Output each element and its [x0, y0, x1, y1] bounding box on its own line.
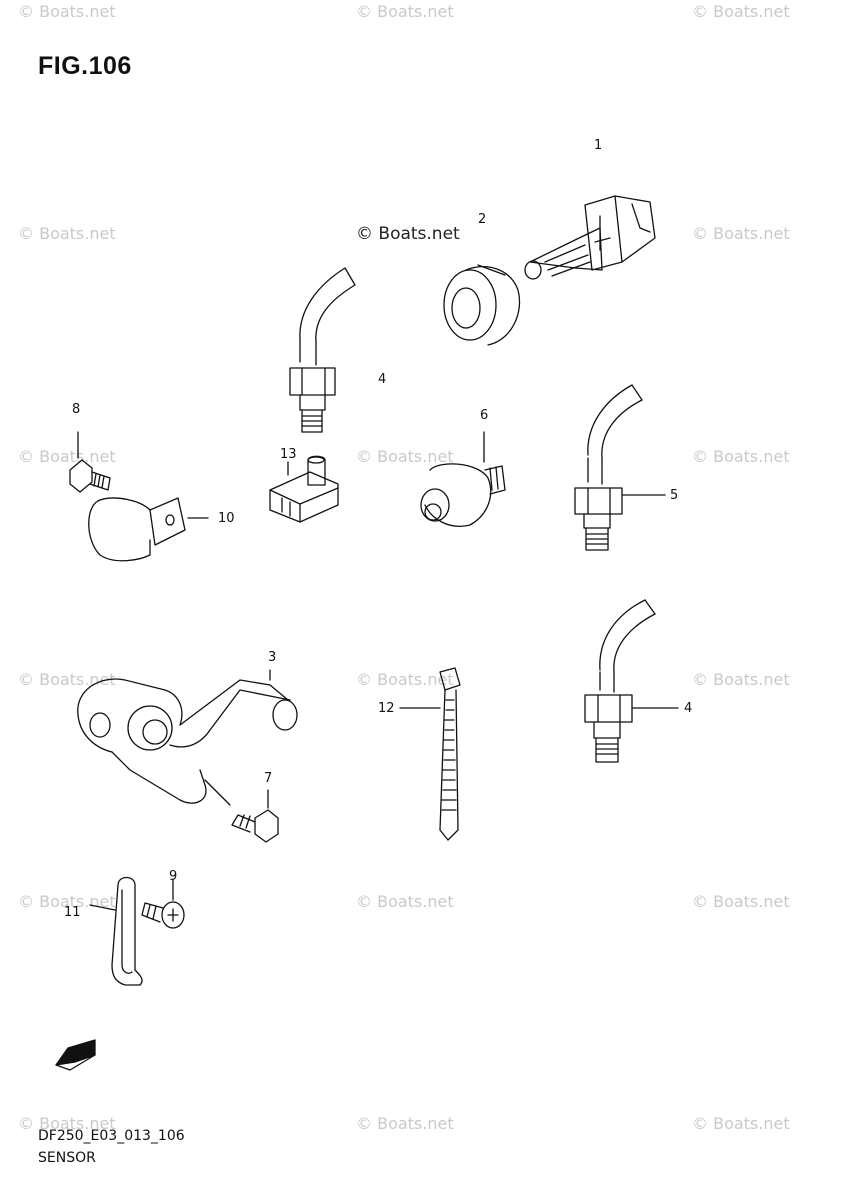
part-4-pressure-switch-lower[interactable]: [585, 600, 678, 762]
callout-10: 10: [218, 511, 235, 526]
callout-12: 12: [378, 701, 395, 716]
watermark: © Boats.net: [356, 1114, 454, 1133]
callout-4: 4: [378, 372, 387, 387]
part-1-temperature-sensor[interactable]: [525, 196, 655, 279]
watermark: © Boats.net: [18, 224, 116, 243]
watermark-center: © Boats.net: [356, 224, 460, 244]
callout-9: 9: [169, 869, 178, 884]
part-8-bolt[interactable]: [70, 432, 110, 492]
part-13-switch[interactable]: [270, 456, 338, 522]
part-2-grommet[interactable]: [444, 265, 520, 345]
callout-8: 8: [72, 402, 81, 417]
part-12-cable-tie[interactable]: [400, 668, 460, 840]
watermark: © Boats.net: [18, 892, 116, 911]
part-10-clamp[interactable]: [89, 498, 208, 561]
watermark: © Boats.net: [18, 1114, 116, 1133]
figure-title: FIG.106: [38, 52, 132, 80]
part-3-sensor-assembly[interactable]: [78, 670, 297, 805]
figure-code: DF250_E03_013_106: [38, 1128, 185, 1144]
callout-6: 6: [480, 408, 489, 423]
callout-3: 3: [268, 650, 277, 665]
callout-13: 13: [280, 447, 297, 462]
watermark: © Boats.net: [692, 224, 790, 243]
watermark: © Boats.net: [356, 670, 454, 689]
watermark: © Boats.net: [356, 892, 454, 911]
part-11-strap[interactable]: [90, 878, 142, 986]
fwd-arrow-icon: [56, 1040, 95, 1070]
callout-5: 5: [670, 488, 679, 503]
watermark: © Boats.net: [692, 447, 790, 466]
watermark: © Boats.net: [18, 2, 116, 21]
watermark: © Boats.net: [18, 447, 116, 466]
watermark: © Boats.net: [356, 447, 454, 466]
figure-name: SENSOR: [38, 1150, 96, 1166]
watermark: © Boats.net: [692, 1114, 790, 1133]
callout-4-lower: 4: [684, 701, 693, 716]
callout-11: 11: [64, 905, 81, 920]
part-7-bolt[interactable]: [232, 790, 278, 842]
part-5-sensor[interactable]: [575, 385, 665, 550]
callout-1: 1: [594, 138, 603, 153]
callout-7: 7: [264, 771, 273, 786]
watermark: © Boats.net: [356, 2, 454, 21]
callout-2: 2: [478, 212, 487, 227]
part-9-screw[interactable]: [142, 880, 184, 928]
watermark: © Boats.net: [692, 670, 790, 689]
part-4-pressure-switch-top[interactable]: [290, 268, 355, 432]
watermark: © Boats.net: [18, 670, 116, 689]
part-6-oil-pressure-sensor[interactable]: [421, 432, 505, 526]
watermark: © Boats.net: [692, 892, 790, 911]
watermark: © Boats.net: [692, 2, 790, 21]
